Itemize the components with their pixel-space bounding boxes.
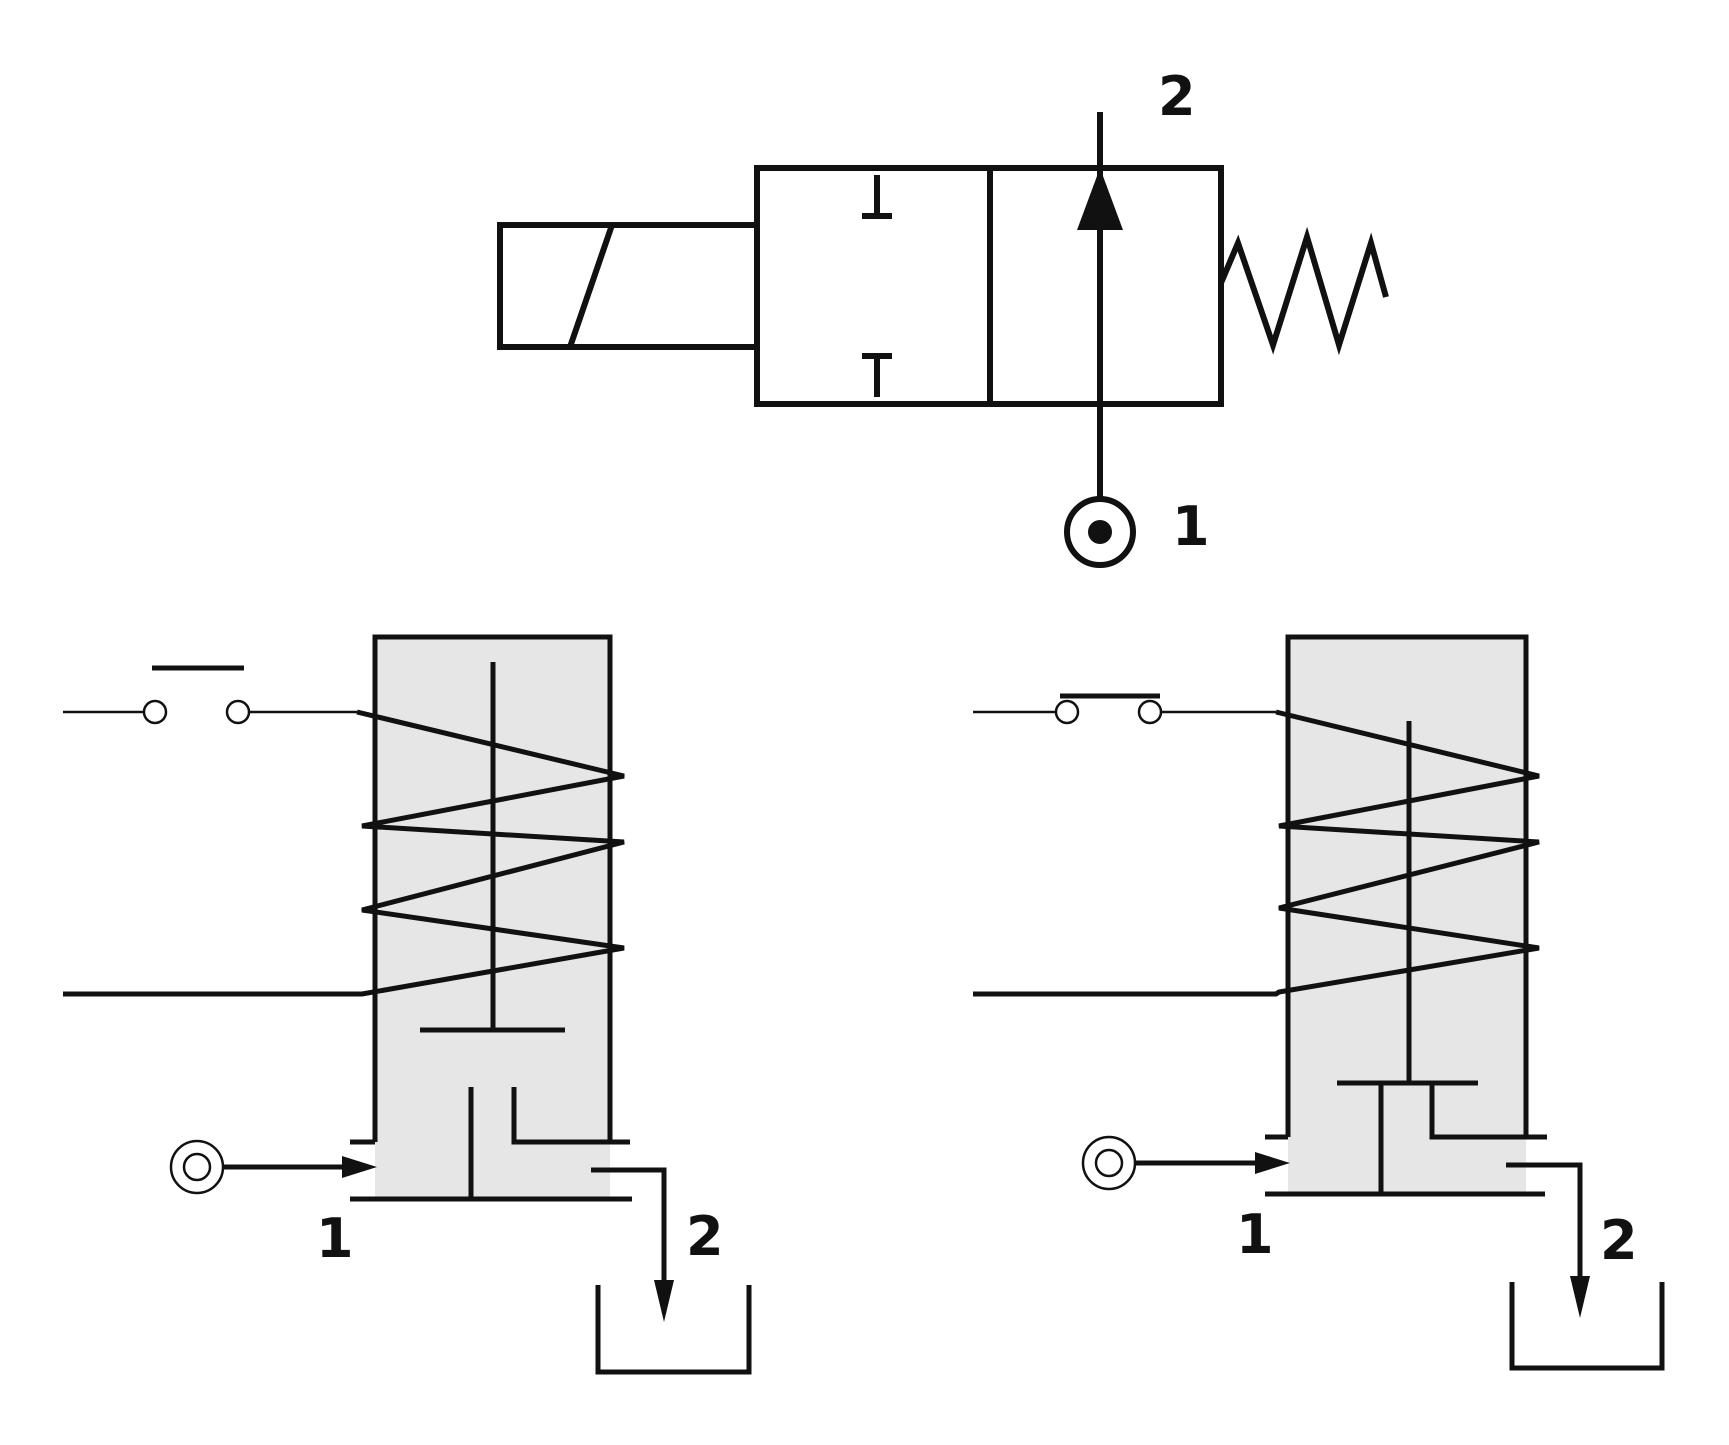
blocked-port-top — [862, 175, 892, 219]
outlet-drain-line — [591, 1167, 667, 1282]
drain-tank-icon — [595, 1285, 752, 1375]
symbol-port-out-label: 2 — [1158, 65, 1196, 128]
drain-tank-icon — [1509, 1282, 1665, 1371]
valve-housing-outline — [372, 634, 613, 1142]
flow-arrow-head — [1077, 168, 1123, 230]
solenoid-coil — [63, 709, 625, 997]
switch-contact-left — [142, 699, 168, 725]
solenoid-winding-slash — [567, 224, 615, 348]
closed-port-out-label: 2 — [686, 1205, 724, 1268]
inlet-source-outer — [1081, 1135, 1137, 1191]
valve-cutaway-closed: 1 2 — [63, 634, 752, 1375]
inlet-source-outer — [169, 1139, 225, 1195]
closed-port-in-label: 1 — [316, 1207, 354, 1270]
valve-cutaway-open: 1 2 — [973, 634, 1665, 1371]
inlet-arrow-head — [1255, 1152, 1290, 1174]
valve-symbol — [497, 112, 1389, 568]
switch-contact-right — [225, 699, 251, 725]
inlet-source-inner — [1094, 1148, 1124, 1178]
outlet-seat — [511, 1087, 630, 1145]
outlet-seat — [1429, 1083, 1547, 1140]
outlet-arrow-head — [1570, 1276, 1590, 1318]
outlet-arrow-head — [654, 1280, 674, 1322]
switch-contact-left — [1054, 699, 1080, 725]
return-spring-icon — [1218, 226, 1389, 356]
blocked-port-bottom — [862, 353, 892, 397]
solenoid-coil — [973, 709, 1540, 997]
solenoid-actuator-box — [497, 222, 760, 350]
pressure-source-dot — [1088, 520, 1112, 544]
open-port-out-label: 2 — [1600, 1209, 1638, 1272]
switch-contact-right — [1137, 699, 1163, 725]
outlet-drain-line — [1506, 1162, 1583, 1278]
pressure-source-icon — [1064, 496, 1136, 568]
inlet-arrow-head — [342, 1156, 377, 1178]
symbol-port-in-label: 1 — [1172, 495, 1210, 558]
inlet-source-inner — [182, 1152, 212, 1182]
valve-housing-outline — [1285, 634, 1529, 1137]
open-port-in-label: 1 — [1236, 1203, 1274, 1266]
